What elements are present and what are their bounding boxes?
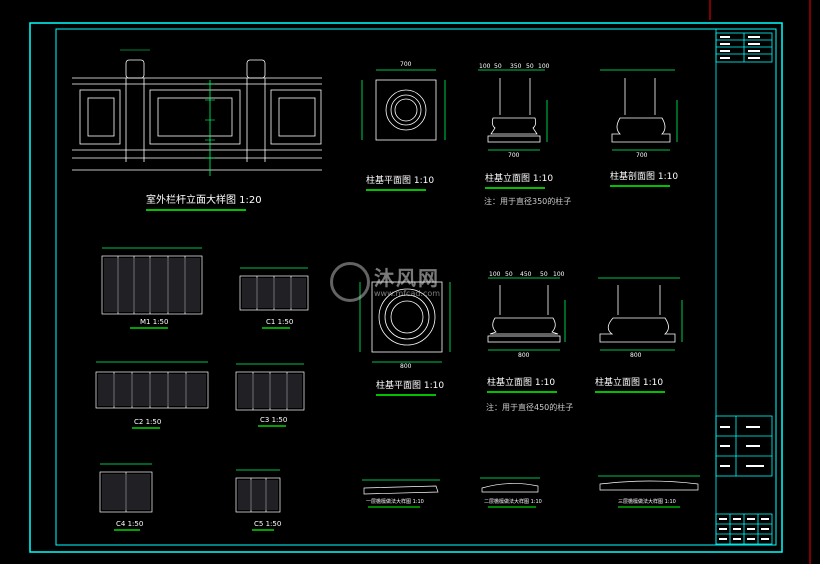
- base450-plan-dim: 800: [400, 363, 412, 370]
- eave-profile-1-label: 一层檐檩做法大样图 1:10: [366, 499, 424, 505]
- base350-elev-width: 700: [508, 152, 520, 159]
- eave-profile-3: [598, 475, 700, 491]
- eave-profile-3-label: 三层檐檩做法大样图 1:10: [618, 499, 676, 505]
- base350-dim-0: 100: [479, 63, 491, 70]
- window-c5-fill: [238, 480, 278, 510]
- watermark-brand: 沐风网: [374, 266, 440, 290]
- eave-profile-2-label: 二层檐檩做法大样图 1:10: [484, 499, 542, 505]
- base450-elev-width: 800: [518, 352, 530, 359]
- watermark-url: www.mfcad.com: [374, 289, 441, 298]
- window-c1-fill: [242, 278, 306, 308]
- window-c2-fill: [98, 374, 206, 406]
- door-m1-label: M1 1:50: [140, 318, 169, 326]
- base350-note: 注：用于直径350的柱子: [484, 197, 572, 206]
- window-c2-label: C2 1:50: [134, 418, 162, 426]
- base350-plan: [361, 69, 446, 141]
- base350-elev-title: 柱基立面图 1:10: [485, 174, 554, 184]
- base350-dim-3: 50: [526, 63, 534, 70]
- window-c4-label: C4 1:50: [116, 520, 144, 528]
- inner-frame: [55, 28, 777, 546]
- watermark-logo-icon: [330, 262, 370, 302]
- base450-section-title: 柱基立面图 1:10: [595, 378, 664, 388]
- base350-section: [600, 69, 678, 151]
- base350-dim-1: 50: [494, 63, 502, 70]
- window-c3-label: C3 1:50: [260, 416, 288, 424]
- eave-profile-1: [362, 479, 440, 495]
- title-block: [715, 29, 773, 545]
- railing-title: 室外栏杆立面大样图 1:20: [146, 195, 262, 206]
- base350-elevation: [478, 69, 548, 151]
- window-c5-label: C5 1:50: [254, 520, 282, 528]
- base450-elev-title: 柱基立面图 1:10: [487, 378, 556, 388]
- base450-elevation-2: [598, 277, 683, 351]
- base350-section-title: 柱基剖面图 1:10: [610, 172, 679, 182]
- base450-dim-3: 50: [540, 271, 548, 278]
- window-c1-label: C1 1:50: [266, 318, 294, 326]
- railing-dim-ticks: [120, 49, 215, 159]
- title-block-text-marks: [719, 36, 769, 540]
- base450-plan-title: 柱基平面图 1:10: [376, 381, 445, 391]
- base450-section-width: 800: [630, 352, 642, 359]
- base450-dim-1: 50: [505, 271, 513, 278]
- base450-elevation: [487, 277, 566, 351]
- door-m1-fill: [104, 258, 200, 312]
- base350-dim-4: 100: [538, 63, 550, 70]
- base350-plan-dim: 700: [400, 61, 412, 68]
- outer-frame: [29, 22, 783, 553]
- base450-dim-2: 450: [520, 271, 532, 278]
- base450-note: 注：用于直径450的柱子: [486, 403, 574, 412]
- base450-dim-0: 100: [489, 271, 501, 278]
- base350-plan-title: 柱基平面图 1:10: [366, 176, 435, 186]
- eave-profile-2: [480, 477, 540, 493]
- railing-elevation: [72, 59, 322, 176]
- base450-dim-4: 100: [553, 271, 565, 278]
- watermark: 沐风网 www.mfcad.com: [330, 262, 490, 302]
- base350-section-width: 700: [636, 152, 648, 159]
- window-c4-fill: [102, 474, 150, 510]
- base450-plan: [359, 281, 451, 363]
- base350-dim-2: 350: [510, 63, 522, 70]
- window-c3-fill: [238, 374, 302, 408]
